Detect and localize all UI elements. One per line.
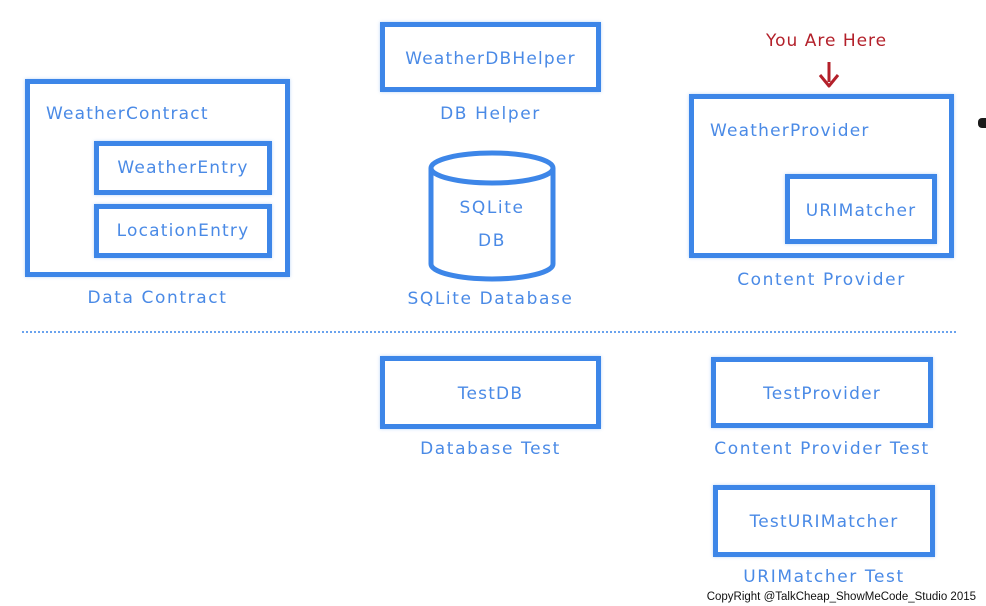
weather-db-helper-label: WeatherDBHelper [405,49,576,69]
data-contract-caption: Data Contract [87,288,228,308]
section-divider [22,331,956,333]
weather-entry-label: WeatherEntry [117,158,249,178]
content-provider-caption: Content Provider [737,270,906,290]
weather-entry-box: WeatherEntry [94,141,272,195]
test-uri-matcher-label: TestURIMatcher [749,512,899,532]
test-uri-matcher-box: TestURIMatcher [713,485,935,557]
you-are-here-label: You Are Here [766,31,888,51]
test-provider-box: TestProvider [711,357,933,428]
location-entry-label: LocationEntry [116,221,250,241]
down-arrow-icon [818,62,840,88]
edge-dot-icon [978,118,986,128]
sqlite-db-cylinder-icon [428,150,556,282]
uri-matcher-box: URIMatcher [785,174,937,244]
test-db-label: TestDB [457,384,524,404]
database-test-caption: Database Test [420,439,561,459]
content-provider-test-caption: Content Provider Test [714,439,930,459]
weather-db-helper-box: WeatherDBHelper [380,22,601,92]
copyright-notice: CopyRight @TalkCheap_ShowMeCode_Studio 2… [698,589,986,606]
weather-contract-label: WeatherContract [46,104,209,124]
weather-provider-label: WeatherProvider [710,121,870,141]
test-db-box: TestDB [380,356,601,429]
db-helper-caption: DB Helper [440,104,541,124]
uri-matcher-test-caption: URIMatcher Test [743,567,905,587]
location-entry-box: LocationEntry [94,204,272,258]
sqlite-database-caption: SQLite Database [407,289,574,309]
uri-matcher-label: URIMatcher [805,201,917,221]
sqlite-db-line1: SQLite [459,198,525,218]
test-provider-label: TestProvider [763,384,881,404]
sqlite-db-line2: DB [478,231,506,251]
